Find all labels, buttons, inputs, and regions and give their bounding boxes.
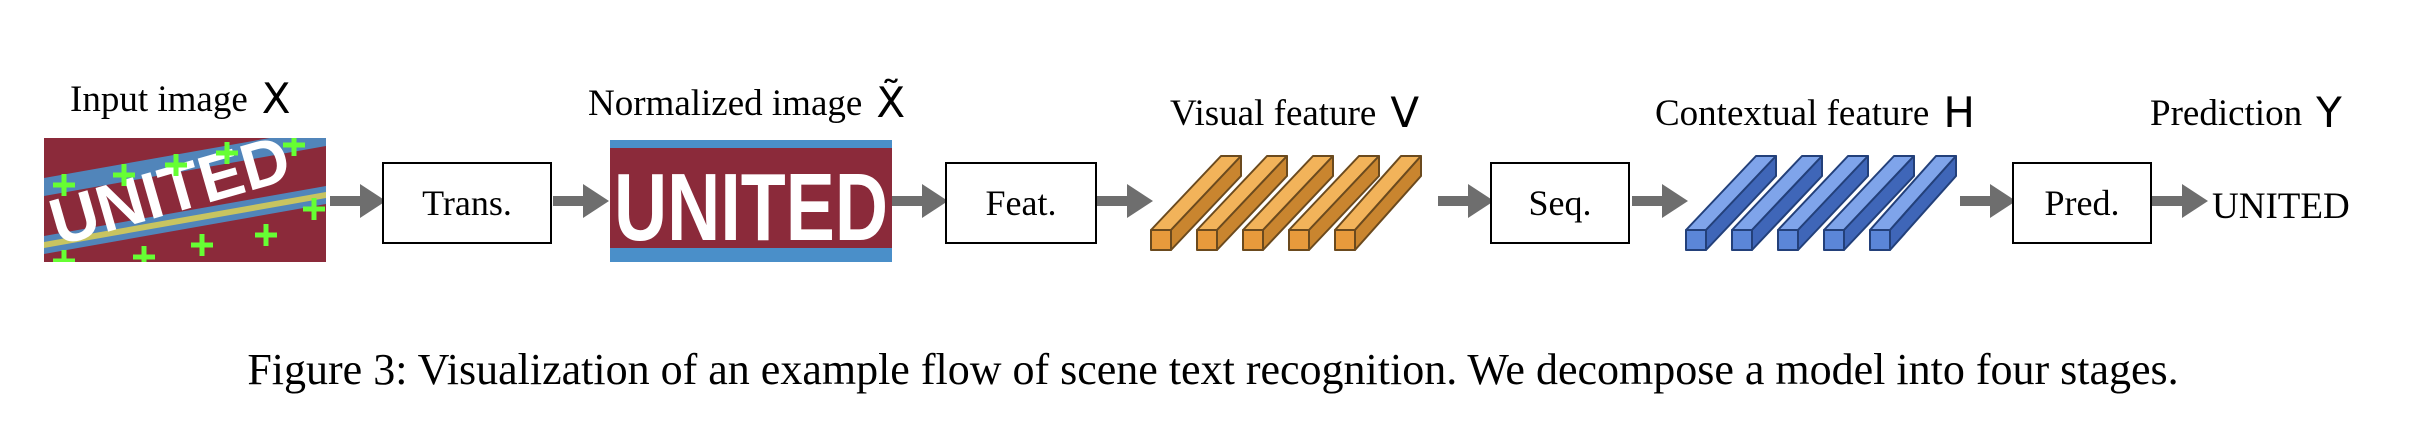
input-image-label-text: Input image: [70, 79, 248, 120]
contextual-feature-slice: [1685, 155, 1777, 251]
visual-feature-label-text: Visual feature: [1170, 93, 1377, 134]
input-image: UNITED: [44, 138, 326, 262]
normalized-image-symbol: X̃: [876, 78, 906, 127]
visual-feature-slice: [1150, 155, 1242, 251]
pred-module: Pred.: [2012, 162, 2152, 244]
arrow-pred-to-output: [2152, 184, 2208, 218]
normalized-image-label-text: Normalized image: [588, 83, 863, 124]
figure-caption: Figure 3: Visualization of an example fl…: [247, 345, 2179, 394]
trans-module-label: Trans.: [422, 183, 512, 223]
visual-feature-slice: [1334, 155, 1422, 251]
contextual-feature-slice: [1823, 155, 1915, 251]
feat-module: Feat.: [945, 162, 1097, 244]
contextual-feature-symbol: H: [1943, 88, 1975, 137]
arrow-visual-to-seq: [1438, 184, 1494, 218]
arrow-trans-to-normalized: [553, 184, 609, 218]
normalized-image: UNITED: [610, 140, 892, 262]
contextual-feature-blocks: [1685, 155, 1957, 251]
visual-feature-slice: [1242, 155, 1334, 251]
contextual-feature-slice: [1777, 155, 1869, 251]
input-image-symbol: X: [261, 74, 291, 123]
feat-module-label: Feat.: [985, 183, 1057, 223]
visual-feature-slice: [1196, 155, 1288, 251]
prediction-output: UNITED: [2212, 186, 2350, 227]
prediction-label-text: Prediction: [2150, 93, 2303, 134]
fiducial-points: [53, 138, 325, 262]
contextual-feature-slice: [1869, 155, 1957, 251]
visual-feature-symbol: V: [1390, 88, 1420, 137]
trans-module: Trans.: [382, 162, 552, 244]
arrow-seq-to-contextual: [1632, 184, 1688, 218]
normalized-image-text: UNITED: [614, 154, 888, 261]
prediction-symbol: Y: [2316, 88, 2342, 137]
visual-feature-slice: [1288, 155, 1380, 251]
visual-feature-blocks: [1150, 155, 1422, 251]
contextual-feature-label-text: Contextual feature: [1655, 93, 1930, 134]
contextual-feature-slice: [1731, 155, 1823, 251]
seq-module-label: Seq.: [1528, 183, 1592, 223]
arrow-feat-to-visual: [1097, 184, 1153, 218]
arrow-input-to-trans: [330, 184, 386, 218]
arrow-normalized-to-feat: [892, 184, 948, 218]
arrow-contextual-to-pred: [1960, 184, 2016, 218]
seq-module: Seq.: [1490, 162, 1630, 244]
pred-module-label: Pred.: [2044, 183, 2120, 223]
